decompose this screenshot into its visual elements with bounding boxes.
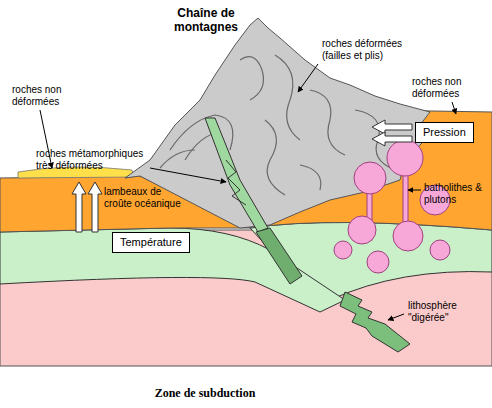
temperature-box: Température <box>112 232 190 253</box>
rock-label: roches déformées (failles et plis) <box>322 38 418 62</box>
oceanic-slab <box>256 228 302 284</box>
metamorphic-strip <box>205 118 268 232</box>
pressure-box: Pression <box>415 122 474 143</box>
lithosphere-label: lithosphère "digérée" <box>408 300 480 324</box>
figure-caption: Zone de subduction <box>0 386 410 400</box>
plutons <box>334 140 450 273</box>
mountain-title: Chaîne de montagnes <box>160 6 252 34</box>
leader-lines <box>40 64 456 320</box>
rock-label: roches non déformées <box>412 76 482 100</box>
box-text: Température <box>120 236 182 248</box>
pressure-arrows <box>372 120 412 146</box>
temperature-arrows <box>72 182 102 232</box>
digested-slab <box>340 292 410 352</box>
pluton-label: batholithes & plutons <box>424 182 488 206</box>
rock-label: roches métamorphiques très déformées <box>36 148 160 172</box>
deformation-zigzag <box>226 160 246 205</box>
crust-label: lambeaux de croûte océanique <box>104 186 190 210</box>
fold-lines <box>160 55 395 195</box>
lithosphere-left <box>0 228 345 312</box>
box-text: Pression <box>423 126 466 138</box>
rock-label: roches non déformées <box>12 84 78 108</box>
mountain-range <box>125 18 430 228</box>
